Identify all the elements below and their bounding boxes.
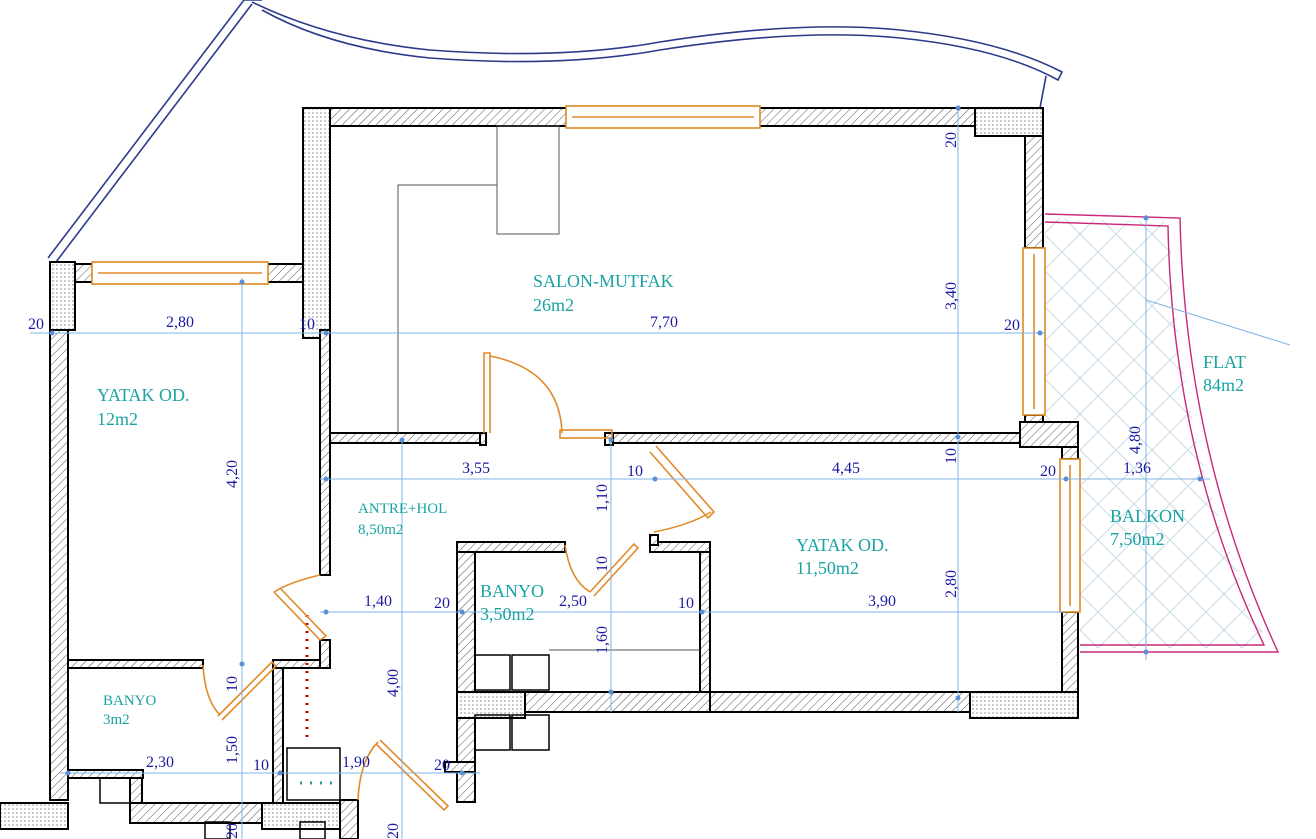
room-bath2-name: BANYO [103, 693, 157, 709]
dimension-lines [30, 105, 1291, 839]
dim-label: 20 [28, 316, 44, 333]
dim-label: 1,90 [342, 754, 370, 771]
room-labels: SALON-MUTFAK 26m2 YATAK OD. 12m2 ANTRE+H… [97, 271, 1246, 728]
dim-label: 10 [943, 448, 960, 464]
room-bath1-name: BANYO [480, 581, 544, 601]
room-salon-area: 26m2 [533, 295, 574, 315]
dim-label: 3,40 [943, 282, 960, 310]
dim-label: 10 [678, 595, 694, 612]
dim-label: 2,30 [146, 754, 174, 771]
dim-label: 4,80 [1127, 426, 1144, 454]
dim-label: 20 [943, 132, 960, 148]
room-balcony-name: BALKON [1110, 506, 1185, 526]
dim-label: 2,80 [943, 570, 960, 598]
room-bath2-area: 3m2 [103, 712, 130, 728]
dim-label: 10 [627, 463, 643, 480]
dim-label: 20 [434, 595, 450, 612]
dimension-labels: 20 2,80 10 7,70 20 3,55 10 4,45 20 1,36 … [28, 132, 1151, 839]
room-bed2-area: 11,50m2 [796, 558, 859, 578]
room-balcony-area: 7,50m2 [1110, 529, 1165, 549]
dim-label: 1,50 [224, 736, 241, 764]
room-bed2-name: YATAK OD. [796, 535, 889, 555]
dim-label: 1,36 [1123, 460, 1151, 477]
dim-label: 3,90 [868, 593, 896, 610]
dim-label: 7,70 [650, 314, 678, 331]
dim-label: 1,10 [594, 484, 611, 512]
room-entry-area: 8,50m2 [358, 522, 403, 538]
interior-lines [99, 125, 700, 839]
dim-label: 10 [253, 757, 269, 774]
flat-name: FLAT [1203, 352, 1246, 372]
balcony-area [1044, 213, 1280, 653]
dim-label: 1,60 [594, 626, 611, 654]
room-bath1-area: 3,50m2 [480, 604, 535, 624]
dim-label: 4,45 [832, 460, 860, 477]
dim-label: 10 [299, 316, 315, 333]
dim-label: 1,40 [364, 593, 392, 610]
dim-label: 20 [434, 757, 450, 774]
walls [0, 107, 1079, 839]
dim-label: 2,50 [559, 593, 587, 610]
dim-label: 4,20 [224, 460, 241, 488]
dim-label: 3,55 [462, 460, 490, 477]
dim-label: 10 [594, 556, 611, 572]
windows [91, 105, 1081, 613]
dim-label: 20 [224, 823, 241, 839]
dim-label: 20 [385, 823, 402, 839]
terrace-outline [47, 0, 1064, 263]
room-salon-name: SALON-MUTFAK [533, 271, 674, 291]
dim-label: 2,80 [166, 314, 194, 331]
room-bed1-name: YATAK OD. [97, 385, 190, 405]
flat-area: 84m2 [1203, 375, 1244, 395]
room-entry-name: ANTRE+HOL [358, 501, 447, 517]
dim-label: 20 [1040, 463, 1056, 480]
dim-label: 4,00 [385, 669, 402, 697]
dim-label: 20 [1004, 317, 1020, 334]
dim-label: 10 [224, 676, 241, 692]
room-bed1-area: 12m2 [97, 409, 138, 429]
